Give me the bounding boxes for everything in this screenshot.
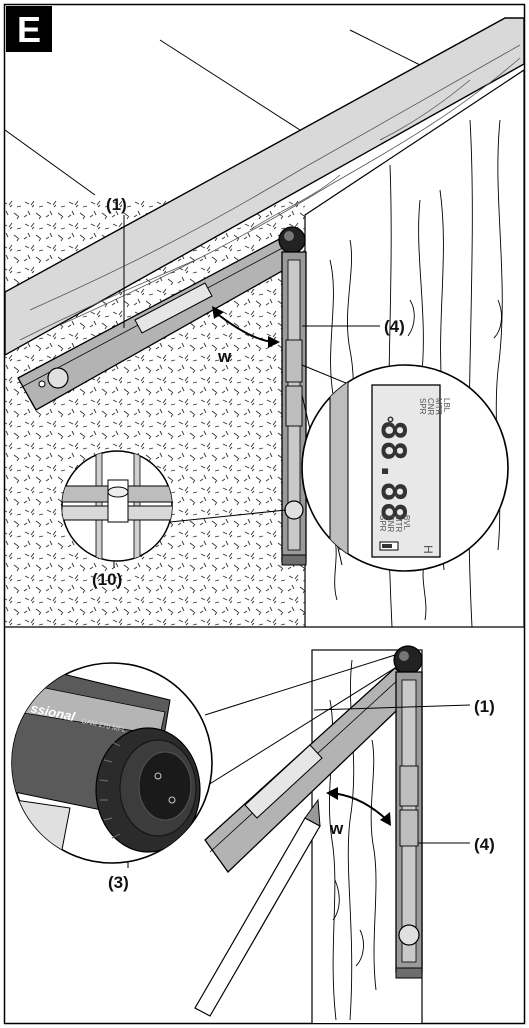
lcd-label: SPR (378, 515, 387, 532)
callout-arm: (4) (474, 835, 495, 854)
lcd-reading: 88.88 (373, 420, 413, 522)
arm-display (285, 339, 303, 383)
ceiling-beam (5, 17, 524, 356)
leader-line (199, 667, 396, 791)
leader-line (204, 654, 396, 716)
lcd-label: CNR (386, 515, 395, 533)
level-bar-vial (47, 367, 69, 389)
callout-knob: (3) (108, 873, 129, 892)
beam-grain (19, 44, 521, 341)
lock-icon (168, 796, 176, 804)
vial-magnifier (61, 450, 173, 562)
bottom-panel: w ssional GAM 270 MFL (11, 645, 495, 1023)
arm-display (399, 765, 419, 807)
lcd-label: LBL (442, 398, 451, 413)
knob-magnifier: ssional GAM 270 MFL (11, 662, 213, 864)
hinge-knob (393, 645, 423, 675)
ceiling-line (159, 39, 301, 131)
unlock-icon (154, 772, 162, 780)
lcd-label: BVL (402, 515, 411, 531)
callout-arm: (4) (384, 317, 405, 336)
lcd-label: CNR (426, 398, 435, 416)
figure-letter: E (17, 9, 41, 50)
arm-vial (284, 500, 304, 520)
level-bar-window (244, 744, 323, 819)
ceiling-line (5, 129, 96, 196)
leader-line (169, 509, 287, 523)
lcd-suffix: H (421, 545, 435, 554)
arm-vial (398, 924, 420, 946)
lcd-label: MTR (394, 515, 403, 533)
figure-letter-badge (6, 6, 52, 52)
callout-vial: (10) (92, 570, 122, 589)
level-bar-window (134, 282, 213, 334)
callout-level-bar: (1) (106, 195, 127, 214)
lcd-label: MTR (434, 398, 443, 416)
lcd-degree: ° (375, 414, 396, 425)
angle-label: w (217, 347, 232, 366)
display-magnifier: SPR CNR MTR LBL 88.88 ° SPR (301, 364, 509, 572)
callout-level-bar: (1) (474, 697, 495, 716)
lcd-screen (371, 384, 441, 558)
knob-ridges (99, 741, 121, 839)
top-panel: w SPR (5, 17, 524, 627)
angle-label: w (329, 819, 344, 838)
lcd-label: SPR (418, 398, 427, 415)
leader-line (313, 704, 471, 711)
